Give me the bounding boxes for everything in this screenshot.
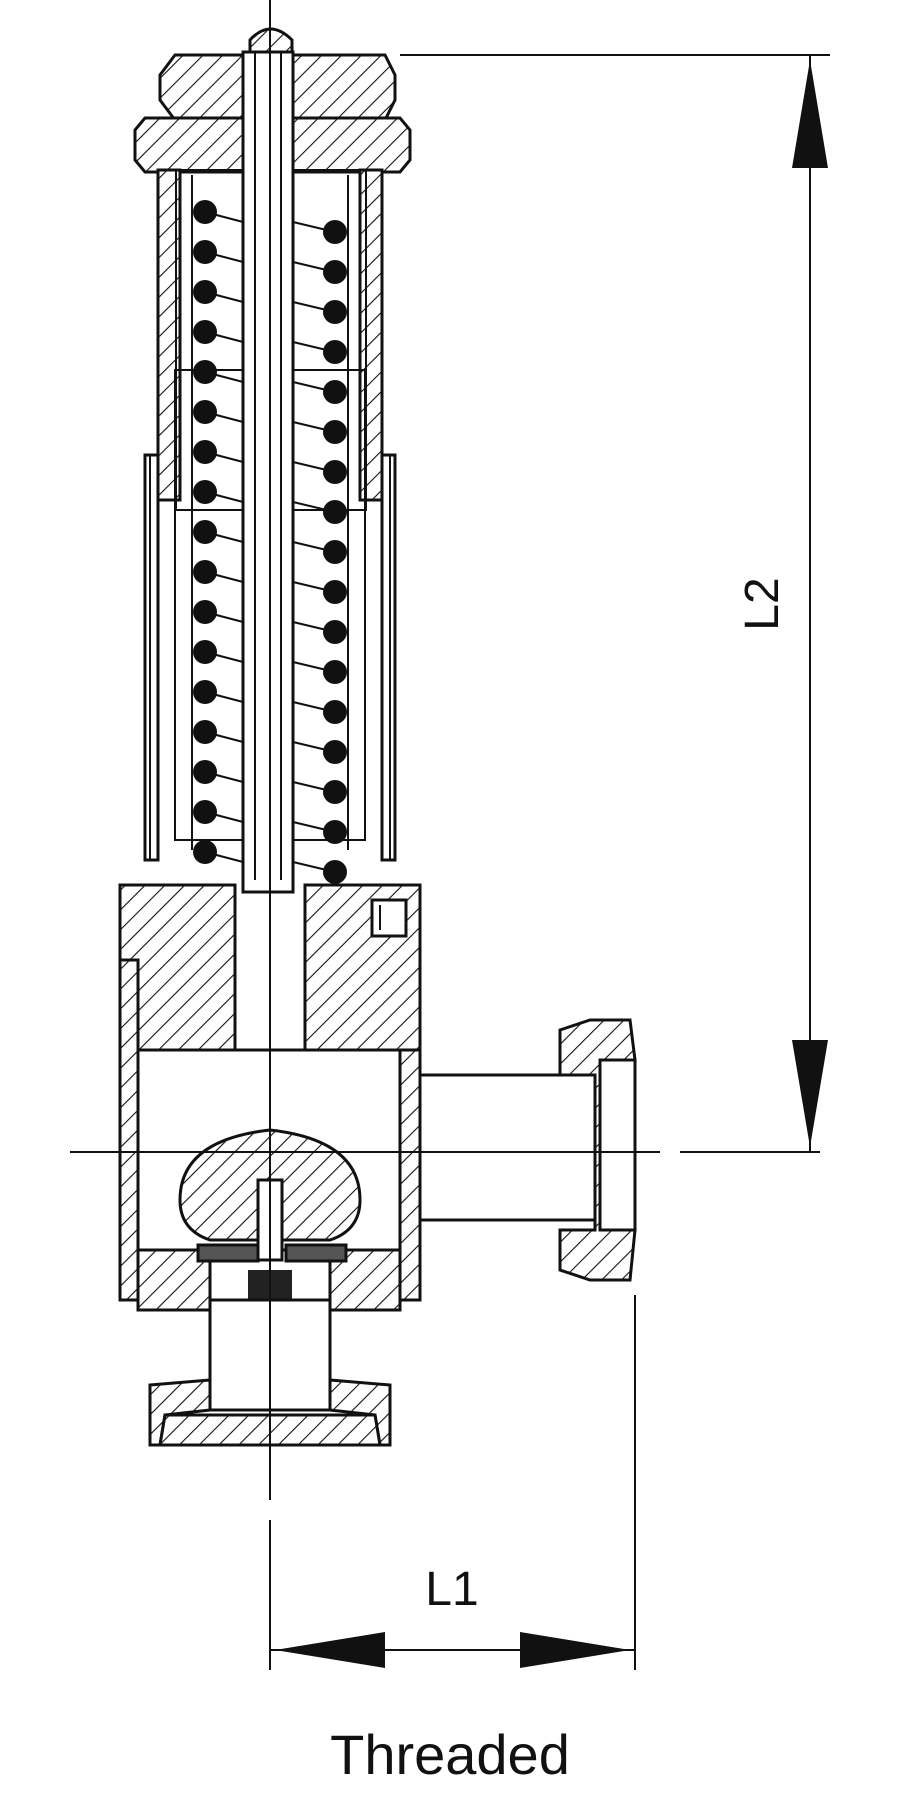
spring-wire [204, 331, 244, 343]
spring-wire [292, 781, 336, 793]
l2-label: L2 [736, 577, 789, 630]
spring-wire [292, 341, 336, 353]
spring-wire [204, 491, 244, 503]
spring-wire [204, 291, 244, 303]
spring-wire [204, 211, 244, 223]
spring-wire [292, 421, 336, 433]
valve-stem [241, 50, 295, 894]
center-lines [70, 0, 820, 1500]
spring-coil-right [323, 500, 347, 524]
l1-arrow-right-icon [520, 1632, 630, 1668]
side-outlet [418, 1018, 637, 1282]
spring-wire [204, 451, 244, 463]
caption: Threaded [330, 1723, 570, 1786]
spring-wire [204, 251, 244, 263]
spring-wire [204, 611, 244, 623]
spring-housing [143, 168, 397, 862]
l2-arrow-bottom-icon [792, 1040, 828, 1147]
spring [191, 175, 349, 884]
spring-wire [292, 461, 336, 473]
spring-wire [292, 261, 336, 273]
spring-wire [292, 661, 336, 673]
spring-wire [292, 541, 336, 553]
l2-arrow-top-icon [792, 60, 828, 168]
spring-wire [204, 531, 244, 543]
spring-wire [204, 691, 244, 703]
spring-wire [204, 851, 244, 863]
spring-wire [292, 821, 336, 833]
spring-wire [292, 701, 336, 713]
spring-wire [292, 581, 336, 593]
l1-arrow-left-icon [275, 1632, 385, 1668]
spring-wire [292, 301, 336, 313]
spring-wire [292, 861, 336, 873]
spring-wire [204, 411, 244, 423]
dimension-l1: L1 [269, 1295, 636, 1670]
spring-wire [204, 811, 244, 823]
spring-wire [292, 501, 336, 513]
spring-wire [204, 571, 244, 583]
dimension-l2: L2 [400, 54, 830, 1152]
spring-wire [204, 371, 244, 383]
spring-wire [292, 621, 336, 633]
spring-wire [204, 771, 244, 783]
spring-wire [204, 651, 244, 663]
l1-label: L1 [425, 1563, 478, 1616]
spring-wire [292, 381, 336, 393]
spring-wire [204, 731, 244, 743]
spring-wire [292, 741, 336, 753]
spring-wire [292, 221, 336, 233]
